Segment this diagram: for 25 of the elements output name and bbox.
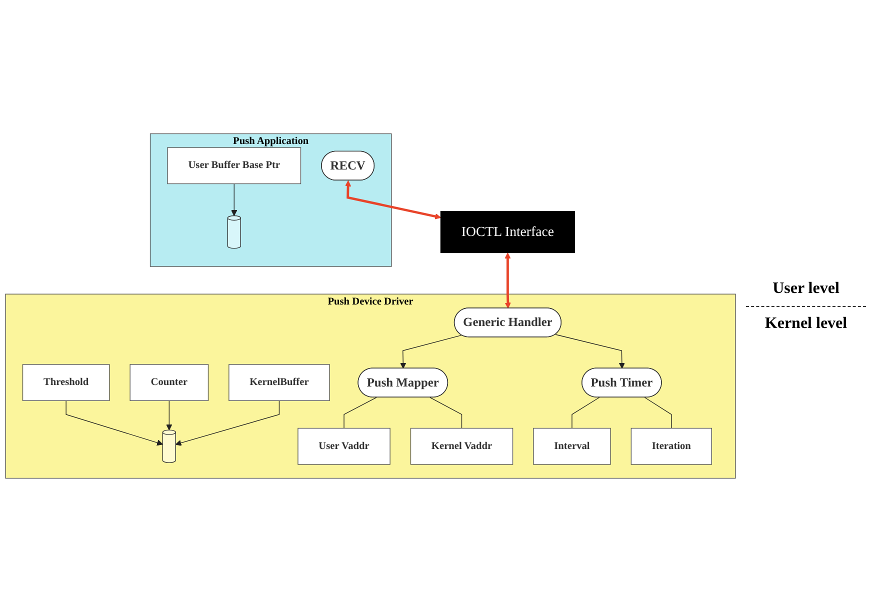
arrow: [166, 400, 172, 430]
connector: [430, 397, 462, 429]
arrow: [504, 252, 511, 309]
node-box: Kernel Vaddr: [410, 428, 514, 465]
node-box: Counter: [130, 364, 209, 401]
arrow: [345, 180, 442, 220]
node-box: KernelBuffer: [228, 364, 330, 401]
arrow: [400, 334, 462, 369]
node-box: User Vaddr: [298, 428, 390, 465]
connector: [572, 397, 600, 429]
node-box: Threshold: [22, 364, 110, 401]
node-box: User Buffer Base Ptr: [167, 147, 302, 184]
connector: [644, 397, 672, 429]
node-cylinder: [162, 430, 176, 463]
node-box: IOCTL Interface: [440, 211, 576, 254]
node-box: Iteration: [630, 428, 712, 465]
arrow: [231, 183, 238, 216]
arrow: [175, 400, 280, 446]
node-box: Interval: [533, 428, 611, 465]
arrow: [66, 400, 163, 446]
node-cylinder: [227, 215, 241, 249]
level-label: User level: [772, 280, 840, 298]
level-label: Kernel level: [764, 314, 848, 332]
arrow: [555, 334, 625, 369]
connector: [344, 397, 377, 429]
